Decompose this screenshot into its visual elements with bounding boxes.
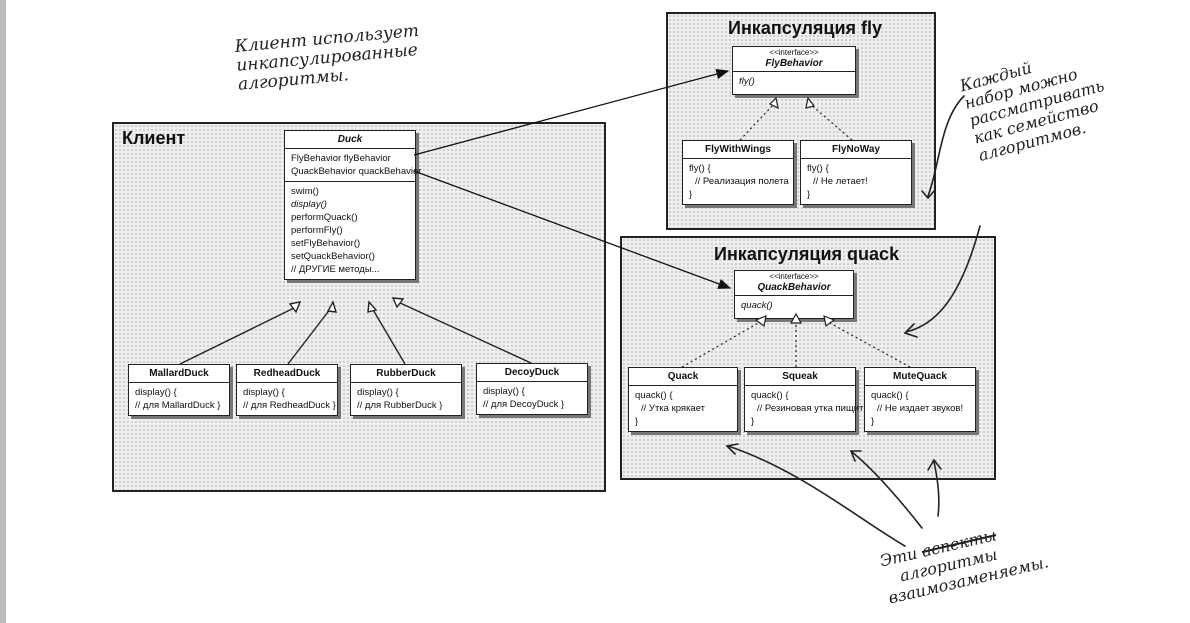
- mallard-duck-class: MallardDuck display() { // для MallardDu…: [128, 364, 230, 416]
- decoy-duck-name: DecoyDuck: [504, 367, 560, 378]
- class-body-line: // Резиновая утка пищит: [757, 403, 864, 414]
- class-body-line: // Утка крякает: [641, 403, 706, 414]
- class-body-line: quack() {: [635, 390, 673, 401]
- duck-class-name: Duck: [337, 134, 363, 145]
- class-body-line: display() {: [483, 386, 525, 397]
- quack-behavior-interface: <<interface>> QuackBehavior quack(): [734, 270, 854, 319]
- duck-method: performQuack(): [291, 212, 358, 223]
- quack-behavior-name: QuackBehavior: [757, 282, 831, 293]
- class-body-line: }: [807, 189, 811, 200]
- quack-region-title: Инкапсуляция quack: [714, 244, 900, 264]
- interface-method: quack(): [741, 300, 773, 311]
- class-body-line: }: [751, 416, 755, 427]
- client-region-title: Клиент: [122, 128, 186, 148]
- duck-method: setQuackBehavior(): [291, 251, 375, 262]
- class-body-line: // для RubberDuck }: [357, 400, 443, 411]
- mute-quack-name: MuteQuack: [893, 371, 947, 382]
- duck-method: // ДРУГИЕ методы...: [291, 264, 380, 275]
- client-uses-note: Клиент использует инкапсулированные алго…: [234, 21, 423, 95]
- class-body-line: quack() {: [871, 390, 909, 401]
- interface-stereotype: <<interface>>: [769, 272, 819, 281]
- fly-no-way-class: FlyNoWay fly() { // Не летает! }: [800, 140, 912, 205]
- quack-class: Quack quack() { // Утка крякает }: [628, 367, 738, 432]
- duck-class: Duck FlyBehavior flyBehavior QuackBehavi…: [284, 130, 422, 280]
- fly-behavior-interface: <<interface>> FlyBehavior fly(): [732, 46, 856, 95]
- redhead-duck-name: RedheadDuck: [253, 368, 321, 379]
- mallard-duck-name: MallardDuck: [149, 368, 209, 379]
- class-body-line: quack() {: [751, 390, 789, 401]
- fly-with-wings-name: FlyWithWings: [705, 144, 771, 155]
- rubber-duck-name: RubberDuck: [376, 368, 436, 379]
- duck-method: swim(): [291, 186, 319, 197]
- duck-method: display(): [291, 199, 327, 210]
- duck-field: FlyBehavior flyBehavior: [291, 153, 391, 164]
- class-body-line: }: [871, 416, 875, 427]
- quack-class-name: Quack: [667, 371, 699, 382]
- class-body-line: // Не летает!: [813, 176, 868, 187]
- rubber-duck-class: RubberDuck display() { // для RubberDuck…: [350, 364, 462, 416]
- fly-behavior-name: FlyBehavior: [765, 58, 823, 69]
- class-body-line: // для DecoyDuck }: [483, 399, 565, 410]
- class-body-line: // Не издает звуков!: [877, 403, 964, 414]
- class-body-line: display() {: [135, 387, 177, 398]
- fly-with-wings-class: FlyWithWings fly() { // Реализация полет…: [682, 140, 794, 205]
- class-body-line: fly() {: [807, 163, 829, 174]
- redhead-duck-class: RedheadDuck display() { // для RedheadDu…: [236, 364, 338, 416]
- decoy-duck-class: DecoyDuck display() { // для DecoyDuck }: [476, 363, 588, 415]
- class-body-line: display() {: [357, 387, 399, 398]
- class-body-line: display() {: [243, 387, 285, 398]
- duck-method: performFly(): [291, 225, 343, 236]
- duck-field: QuackBehavior quackBehavior: [291, 166, 422, 177]
- page-edge: [0, 0, 6, 623]
- class-body-line: // для MallardDuck }: [135, 400, 221, 411]
- fly-no-way-name: FlyNoWay: [832, 144, 880, 155]
- fly-region-title: Инкапсуляция fly: [728, 18, 883, 38]
- class-body-line: // Реализация полета: [695, 176, 789, 187]
- class-body-line: fly() {: [689, 163, 711, 174]
- squeak-class-name: Squeak: [782, 371, 818, 382]
- squeak-class: Squeak quack() { // Резиновая утка пищит…: [744, 367, 864, 432]
- interface-stereotype: <<interface>>: [769, 48, 819, 57]
- interface-method: fly(): [739, 76, 755, 87]
- interchangeable-note: Эти аспекты алгоритмы взаимозаменяемы.: [878, 515, 1050, 607]
- class-body-line: }: [635, 416, 639, 427]
- mute-quack-class: MuteQuack quack() { // Не издает звуков!…: [864, 367, 976, 432]
- duck-method: setFlyBehavior(): [291, 238, 361, 249]
- family-note: Каждый набор можно рассматривать как сем…: [958, 42, 1116, 165]
- class-body-line: }: [689, 189, 693, 200]
- class-body-line: // для RedheadDuck }: [243, 400, 336, 411]
